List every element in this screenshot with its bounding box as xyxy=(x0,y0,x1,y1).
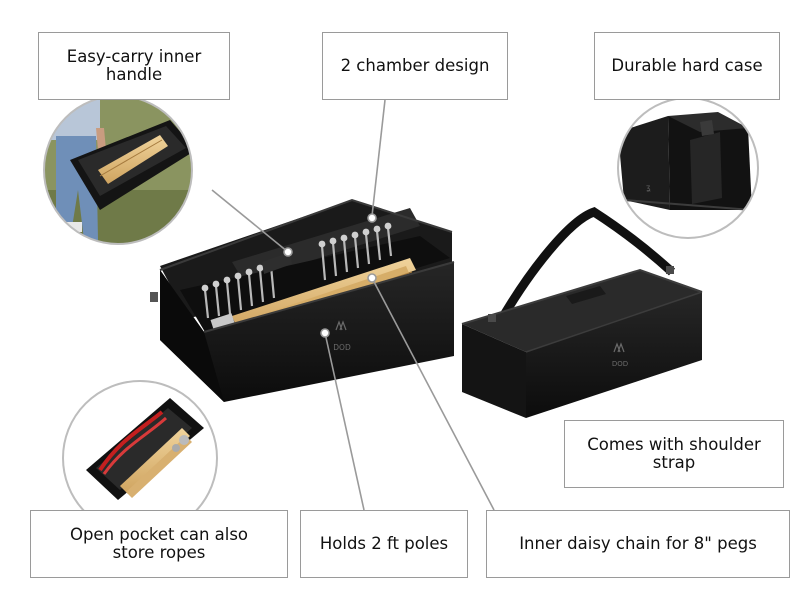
callout-shoulder-line1: Comes with shoulder xyxy=(587,434,761,454)
rabbit-logo-icon-closed xyxy=(613,342,625,353)
callout-poles: Holds 2 ft poles xyxy=(300,510,468,578)
bag-logo: DOD xyxy=(333,343,351,352)
callout-two-chamber: 2 chamber design xyxy=(322,32,508,100)
leader-dots xyxy=(283,213,377,338)
main-open-bag: DOD xyxy=(150,198,455,402)
hard-case-logo: ʓ xyxy=(646,183,651,192)
inset-carry-photo xyxy=(43,95,193,245)
callout-poles-text: Holds 2 ft poles xyxy=(319,533,449,553)
callout-open-pocket-line1: Open pocket can also xyxy=(69,524,249,544)
inset-hard-case-photo: ʓ xyxy=(617,97,759,239)
callout-two-chamber-text: 2 chamber design xyxy=(340,55,490,75)
closed-bag-with-strap: DOD xyxy=(461,207,703,418)
callout-open-pocket-line2: store ropes xyxy=(112,543,206,562)
leader-easy-carry xyxy=(211,189,289,253)
leader-two-chamber xyxy=(371,99,386,217)
leader-lines xyxy=(211,99,495,511)
callout-hard-case: Durable hard case xyxy=(594,32,780,100)
leader-daisy-chain xyxy=(371,277,495,511)
callout-shoulder-line2: strap xyxy=(652,453,696,472)
callout-easy-carry: Easy-carry inner handle xyxy=(38,32,230,100)
peg-group-left xyxy=(203,265,276,319)
shoulder-strap xyxy=(496,207,676,325)
peg-group-right xyxy=(320,227,393,281)
closed-bag-logo: DOD xyxy=(612,360,628,368)
callout-daisy-chain-text: Inner daisy chain for 8" pegs xyxy=(519,533,757,553)
callout-easy-carry-line2: handle xyxy=(105,65,163,84)
callout-hard-case-text: Durable hard case xyxy=(611,55,763,75)
leader-poles xyxy=(324,332,365,511)
callout-easy-carry-line1: Easy-carry inner xyxy=(66,46,202,66)
rabbit-logo-icon xyxy=(335,320,347,331)
callout-daisy-chain: Inner daisy chain for 8" pegs xyxy=(486,510,790,578)
inset-pocket-photo xyxy=(62,380,218,536)
callout-open-pocket: Open pocket can also store ropes xyxy=(30,510,288,578)
callout-shoulder-strap: Comes with shoulder strap xyxy=(564,420,784,488)
